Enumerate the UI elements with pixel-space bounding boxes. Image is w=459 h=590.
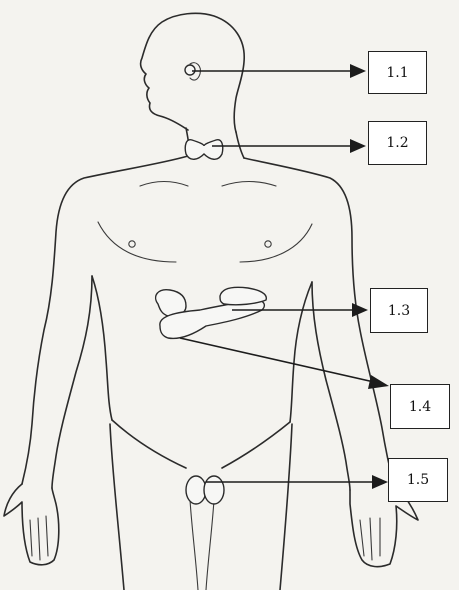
hip-line-right — [222, 422, 290, 468]
pointer-1-5 — [206, 475, 388, 489]
label-1-1: 1.1 — [368, 51, 427, 94]
arrowhead-1-2 — [350, 139, 366, 153]
thyroid-gland — [185, 140, 223, 160]
torso-right — [290, 282, 312, 422]
left-arm-inner — [52, 276, 92, 488]
neck-back — [236, 132, 244, 158]
label-1-3-text: 1.3 — [388, 303, 410, 319]
pectoral-right — [240, 224, 312, 262]
collarbone-left — [140, 182, 188, 187]
pointer-1-4 — [180, 338, 389, 389]
inner-leg-right — [206, 500, 214, 590]
arrowhead-1-4 — [368, 375, 389, 389]
label-1-3: 1.3 — [370, 288, 428, 333]
collarbone-right — [222, 182, 276, 187]
arrowhead-1-1 — [350, 64, 366, 78]
label-1-4: 1.4 — [390, 384, 450, 429]
label-1-4-text: 1.4 — [409, 399, 431, 415]
label-1-5-text: 1.5 — [407, 472, 429, 488]
pointer-1-1 — [192, 64, 366, 78]
arrowhead-1-3 — [352, 303, 368, 317]
label-1-2-text: 1.2 — [386, 135, 408, 151]
label-1-5: 1.5 — [388, 458, 448, 502]
testis-left — [186, 476, 206, 504]
label-1-1-text: 1.1 — [386, 65, 408, 81]
testis-right — [204, 476, 224, 504]
right-arm-inner — [312, 282, 350, 490]
arrowhead-1-5 — [372, 475, 388, 489]
right-fingers — [360, 518, 380, 560]
torso-left — [92, 276, 112, 420]
inner-leg-left — [190, 500, 198, 590]
pointer-1-2 — [212, 139, 366, 153]
liver-area — [220, 287, 266, 305]
left-leg — [110, 424, 124, 590]
hip-line-left — [112, 420, 186, 468]
pituitary-gland — [185, 65, 195, 75]
right-leg — [280, 424, 292, 590]
label-1-2: 1.2 — [368, 121, 427, 165]
right-nipple — [265, 241, 271, 247]
left-nipple — [129, 241, 135, 247]
left-fingers — [30, 516, 48, 560]
pectoral-left — [98, 222, 176, 262]
